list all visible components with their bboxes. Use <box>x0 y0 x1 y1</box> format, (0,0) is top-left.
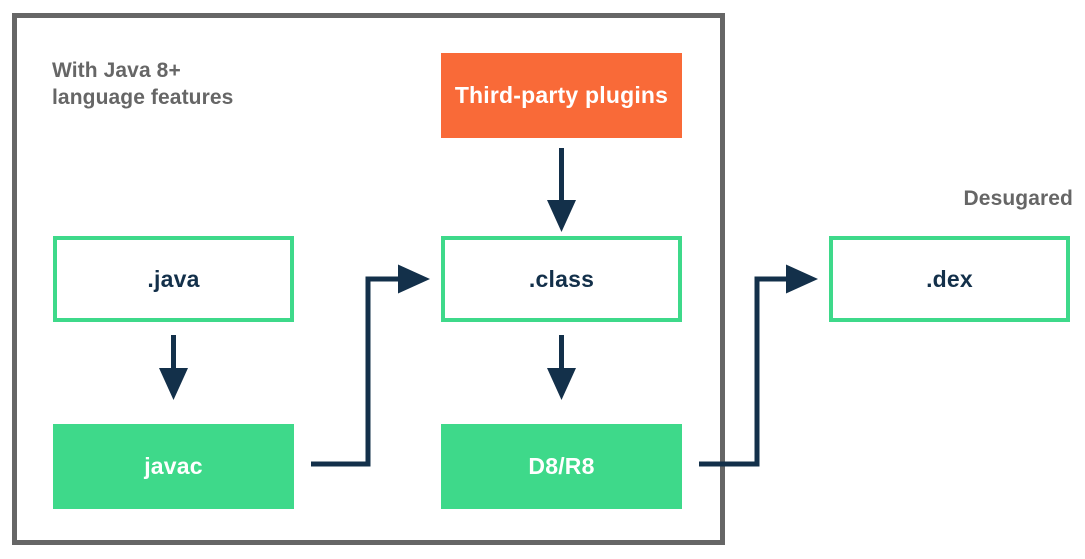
desugared-label: Desugared <box>963 187 1073 210</box>
node-d8r8[interactable]: D8/R8 <box>441 424 682 509</box>
node-class-file[interactable]: .class <box>441 236 682 322</box>
node-label: .java <box>147 265 200 292</box>
node-label: Third-party plugins <box>454 82 669 108</box>
node-javac[interactable]: javac <box>53 424 294 509</box>
node-label: javac <box>144 453 203 479</box>
node-label: .class <box>528 265 595 292</box>
node-label: .dex <box>926 265 973 292</box>
group-caption: With Java 8+ language features <box>52 59 234 110</box>
node-java-source[interactable]: .java <box>53 236 294 322</box>
node-third-party-plugins[interactable]: Third-party plugins <box>441 53 682 138</box>
node-dex-file[interactable]: .dex <box>829 236 1070 322</box>
node-label: D8/R8 <box>528 453 595 479</box>
